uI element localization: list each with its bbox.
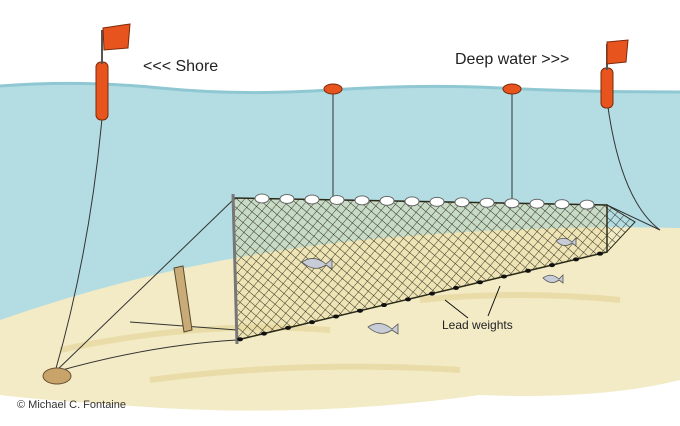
float bbox=[429, 196, 445, 207]
right-marker-buoy bbox=[600, 39, 629, 109]
float bbox=[279, 194, 295, 205]
float bbox=[554, 199, 570, 210]
anchor-rock bbox=[42, 367, 72, 385]
float bbox=[304, 194, 320, 205]
lead-weight bbox=[285, 325, 291, 330]
deep-water-label: Deep water >>> bbox=[455, 51, 570, 68]
float bbox=[354, 195, 370, 206]
weight-pointers bbox=[444, 285, 501, 319]
stake bbox=[173, 265, 193, 333]
copyright: © Michael C. Fontaine bbox=[17, 399, 126, 411]
float bbox=[454, 197, 470, 208]
lead-weight bbox=[453, 285, 459, 290]
left-marker-buoy bbox=[95, 23, 131, 121]
lead-weight bbox=[501, 274, 507, 279]
lead-weight bbox=[525, 268, 531, 273]
net-end bbox=[606, 204, 636, 254]
lead-weight bbox=[237, 337, 243, 342]
mid-buoy-2 bbox=[502, 83, 522, 95]
float bbox=[329, 194, 345, 205]
lead-weight bbox=[381, 303, 387, 308]
anchor-lines bbox=[54, 90, 661, 373]
lead-weight bbox=[261, 331, 267, 336]
float bbox=[579, 199, 595, 210]
lead-weight bbox=[309, 320, 315, 325]
lead-weights-label: Lead weights bbox=[442, 318, 513, 332]
float bbox=[504, 198, 520, 209]
lead-weight bbox=[357, 308, 363, 313]
floats bbox=[254, 193, 595, 210]
lead-weight bbox=[573, 257, 579, 262]
float bbox=[379, 195, 395, 206]
mid-buoy-1 bbox=[323, 83, 343, 95]
shore-label: <<< Shore bbox=[143, 58, 219, 75]
pole bbox=[231, 193, 239, 345]
float bbox=[479, 197, 495, 208]
float bbox=[404, 196, 420, 207]
float bbox=[529, 198, 545, 209]
lead-weight bbox=[405, 297, 411, 302]
float bbox=[254, 193, 270, 204]
lead-weights bbox=[237, 251, 603, 342]
lead-weight bbox=[549, 263, 555, 268]
lead-weight bbox=[597, 251, 603, 256]
lead-weight bbox=[429, 291, 435, 296]
lead-weight bbox=[333, 314, 339, 319]
fish bbox=[301, 237, 577, 335]
lead-weight bbox=[477, 280, 483, 285]
